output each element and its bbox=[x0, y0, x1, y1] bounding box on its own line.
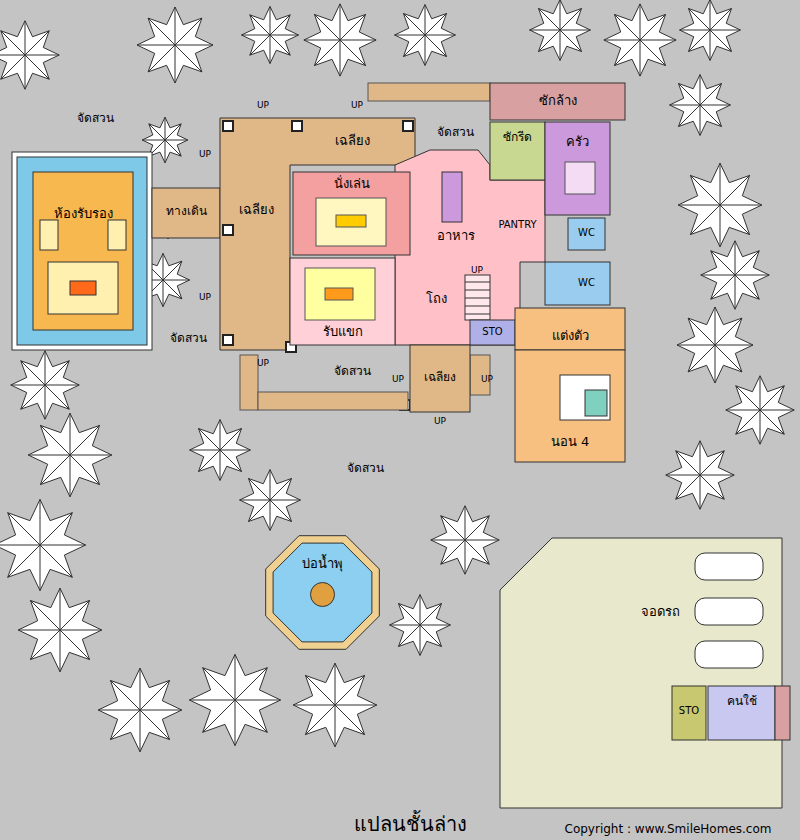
room: โถง bbox=[410, 288, 462, 312]
room: จอดรถ bbox=[500, 538, 782, 808]
room: เฉลียง bbox=[410, 345, 470, 412]
plan-label: จัดสวน bbox=[170, 328, 207, 347]
plan-label: UP bbox=[351, 100, 363, 110]
room: นั่งเล่น bbox=[293, 172, 410, 255]
room-name: ทางเดิน bbox=[152, 204, 220, 218]
plan-label: Copyright : www.SmileHomes.com bbox=[565, 822, 772, 836]
room: ทางเดิน bbox=[152, 188, 220, 238]
plan-label: จัดสวน bbox=[334, 361, 371, 380]
room-name: คนใช้ bbox=[708, 694, 775, 708]
room: เฉลียง bbox=[222, 190, 290, 230]
plan-label: UP bbox=[199, 149, 211, 159]
room: บ่อน้ำพุ bbox=[260, 530, 385, 655]
room-name: ห้องรับรอง bbox=[33, 206, 133, 222]
plan-label: จัดสวน bbox=[437, 122, 474, 141]
room-name: ซักรีด bbox=[490, 130, 545, 144]
plan-label: UP bbox=[434, 416, 446, 426]
plan-label: UP bbox=[471, 265, 483, 275]
room-name: เฉลียง bbox=[410, 370, 470, 384]
room-name: จอดรถ bbox=[628, 604, 692, 620]
room: ครัว bbox=[545, 122, 610, 215]
plan-label: UP bbox=[392, 374, 404, 384]
room-name: ซักล้าง bbox=[490, 93, 625, 109]
plan-title: แปลนชั้นล่าง bbox=[354, 808, 467, 840]
room: PANTRY bbox=[490, 216, 545, 238]
room: คนใช้ bbox=[708, 686, 775, 740]
room-name: เฉลียง bbox=[290, 133, 415, 149]
room-name: อาหาร bbox=[422, 228, 490, 244]
plan-label: จัดสวน bbox=[77, 108, 114, 127]
room: ห้องรับรอง bbox=[33, 172, 133, 330]
room-name: นั่งเล่น bbox=[293, 176, 410, 192]
room-name: WC bbox=[568, 227, 605, 239]
room-name: โถง bbox=[410, 291, 462, 307]
room-name: นอน 4 bbox=[515, 434, 625, 450]
room-name: WC bbox=[568, 277, 605, 289]
room-name: บ่อน้ำพุ bbox=[260, 556, 385, 572]
room: เฉลียง bbox=[290, 118, 415, 165]
room-name: รับแขก bbox=[290, 324, 395, 340]
room-name: แต่งตัว bbox=[515, 328, 625, 344]
room: WC bbox=[568, 268, 605, 300]
plan-label: UP bbox=[481, 374, 493, 384]
room: WC bbox=[568, 218, 605, 250]
fountain-outline bbox=[260, 530, 385, 655]
plan-label: UP bbox=[199, 292, 211, 302]
room-name: ครัว bbox=[545, 134, 610, 150]
room-name: STO bbox=[672, 705, 706, 717]
room: ซักล้าง bbox=[490, 83, 625, 120]
room: STO bbox=[470, 320, 515, 345]
room: แต่งตัว bbox=[515, 308, 625, 350]
room: อาหาร bbox=[422, 226, 490, 248]
plan-label: จัดสวน bbox=[347, 458, 384, 477]
room-name: STO bbox=[470, 326, 515, 338]
room-name: เฉลียง bbox=[222, 202, 290, 218]
room: STO bbox=[672, 686, 706, 740]
plan-label: UP bbox=[257, 100, 269, 110]
room: ซักรีด bbox=[490, 122, 545, 180]
room: นอน 4 bbox=[515, 350, 625, 462]
room: รับแขก bbox=[290, 258, 395, 345]
trees bbox=[0, 0, 794, 807]
room-name: PANTRY bbox=[490, 219, 545, 231]
plan-label: UP bbox=[257, 358, 269, 368]
